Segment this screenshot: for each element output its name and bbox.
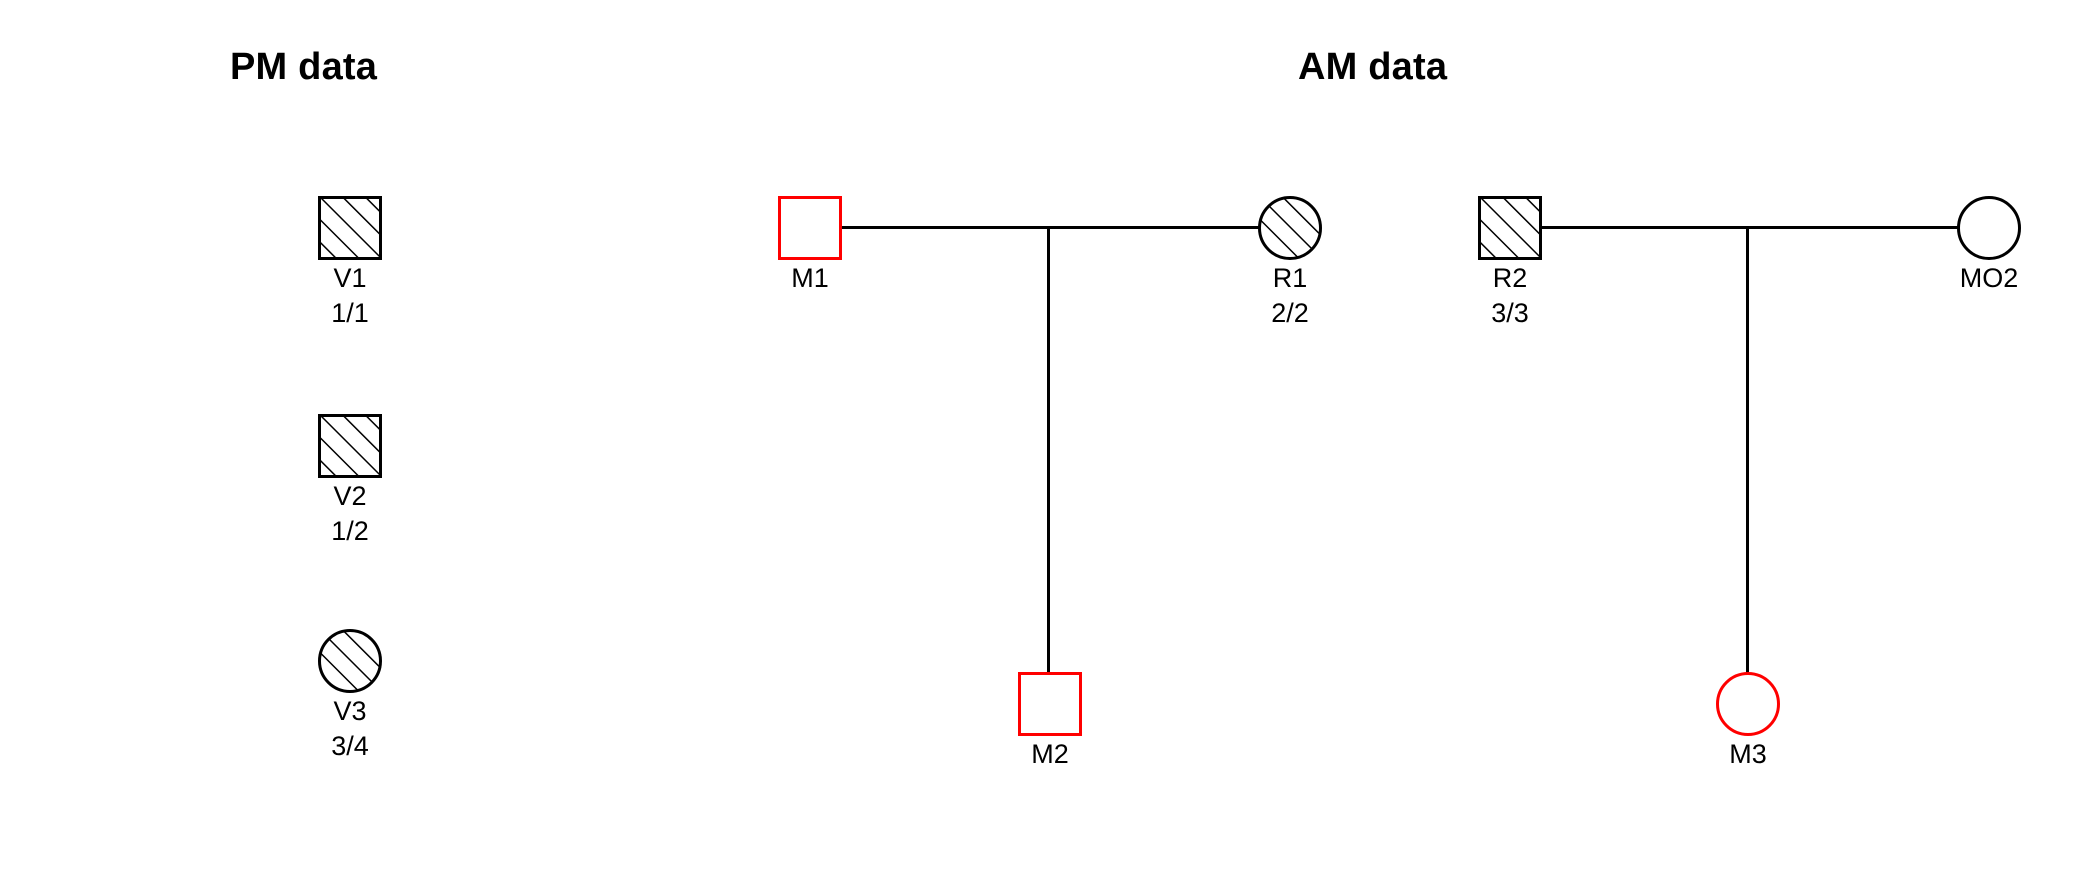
symbol-circle-open — [1955, 194, 2023, 262]
pedigree-node-mo2[interactable]: MO2 — [1955, 194, 2023, 293]
node-genotype: 1/2 — [331, 516, 369, 546]
node-genotype: 3/3 — [1491, 298, 1529, 328]
symbol-square-hatched — [316, 412, 384, 480]
panel-title-pm: PM data — [230, 46, 378, 88]
pedigree-node-r1[interactable]: R1 2/2 — [1256, 194, 1324, 328]
node-label: MO2 — [1959, 263, 2019, 293]
symbol-square-open-red — [776, 194, 844, 262]
pedigree-node-m3[interactable]: M3 — [1714, 670, 1782, 769]
mating-line-family-1 — [841, 226, 1259, 229]
symbol-square-hatched — [316, 194, 384, 262]
node-label: M3 — [1729, 739, 1767, 769]
descent-line-family-1 — [1047, 226, 1050, 673]
pedigree-node-m2[interactable]: M2 — [1016, 670, 1084, 769]
symbol-circle-hatched — [316, 627, 384, 695]
symbol-square-open-red — [1016, 670, 1084, 738]
pedigree-node-v2[interactable]: V2 1/2 — [316, 412, 384, 546]
node-label: M2 — [1031, 739, 1069, 769]
node-label: R1 — [1272, 263, 1308, 293]
descent-line-family-2 — [1746, 226, 1749, 673]
mating-line-family-2 — [1541, 226, 1959, 229]
node-label: M1 — [791, 263, 829, 293]
pedigree-node-m1[interactable]: M1 — [776, 194, 844, 293]
node-label: V3 — [333, 696, 367, 726]
node-genotype: 2/2 — [1271, 298, 1309, 328]
pedigree-node-v1[interactable]: V1 1/1 — [316, 194, 384, 328]
panel-title-am: AM data — [1298, 46, 1448, 88]
node-label: R2 — [1492, 263, 1528, 293]
symbol-square-hatched — [1476, 194, 1544, 262]
symbol-circle-open-red — [1714, 670, 1782, 738]
node-genotype: 1/1 — [331, 298, 369, 328]
pedigree-node-v3[interactable]: V3 3/4 — [316, 627, 384, 761]
pedigree-node-r2[interactable]: R2 3/3 — [1476, 194, 1544, 328]
node-label: V2 — [333, 481, 367, 511]
node-label: V1 — [333, 263, 367, 293]
symbol-circle-hatched — [1256, 194, 1324, 262]
node-genotype: 3/4 — [331, 731, 369, 761]
